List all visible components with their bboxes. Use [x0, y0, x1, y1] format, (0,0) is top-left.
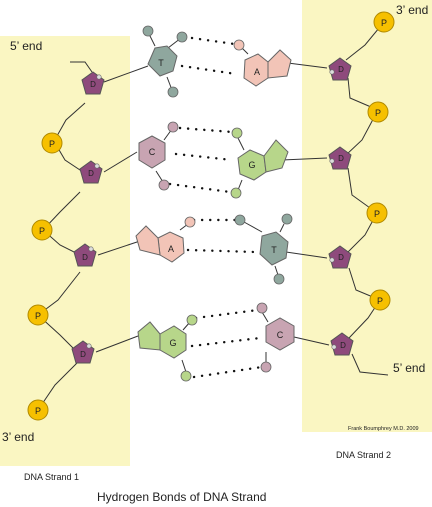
sugar-symbol: D	[338, 65, 344, 74]
caption: Hydrogen Bonds of DNA Strand	[97, 490, 266, 504]
base-adenine-1: A	[233, 39, 292, 87]
strand-2-phosphate-2: P	[367, 101, 389, 123]
strand-1-5-prime-label: 5’ end	[10, 39, 42, 53]
base-letter: C	[277, 330, 284, 340]
strand-1-phosphate-4: P	[27, 399, 49, 421]
base-thymine-1: T	[142, 25, 188, 98]
sugar-symbol: D	[338, 253, 344, 262]
phosphate-symbol: P	[374, 209, 380, 219]
hydrogen-bond	[190, 36, 236, 46]
base-cytosine-4: C	[256, 302, 295, 373]
strand-2-sugar-1: D	[328, 57, 352, 81]
strand-1-phosphate-3: P	[27, 304, 49, 326]
strand-1-sugar-3: D	[73, 243, 97, 267]
phosphate-symbol: P	[381, 18, 387, 28]
base-letter: A	[168, 244, 174, 254]
strand-2-sugar-4: D	[330, 332, 354, 356]
strand-2-sugar-2: D	[328, 146, 352, 170]
sugar-symbol: D	[90, 80, 96, 89]
hydrogen-bond	[194, 308, 260, 320]
phosphate-symbol: P	[375, 108, 381, 118]
base-letter: G	[169, 338, 176, 348]
strand-2-5-prime-label: 5’ end	[393, 361, 425, 375]
strand-2-sugar-3: D	[328, 245, 352, 269]
strand-1-sugar-4: D	[71, 340, 95, 364]
phosphate-symbol: P	[35, 311, 41, 321]
strand-1-phosphate-1: P	[41, 132, 63, 154]
hydrogen-bond	[174, 152, 234, 162]
hydrogen-bond	[178, 126, 234, 134]
strand-2-phosphate-3: P	[366, 202, 388, 224]
sugar-symbol: D	[88, 169, 94, 178]
base-letter: C	[149, 147, 156, 157]
strand-1-sugar-2: D	[79, 160, 103, 184]
sugar-symbol: D	[80, 350, 86, 359]
base-thymine-3: T	[234, 213, 293, 285]
phosphate-symbol: P	[39, 226, 45, 236]
strand-1-phosphate-2: P	[31, 219, 53, 241]
strand-2-phosphate-4: P	[369, 289, 391, 311]
sugar-symbol: D	[82, 253, 88, 262]
sugar-symbol: D	[340, 341, 346, 350]
strand-1-3-prime-label: 3’ end	[2, 430, 34, 444]
base-adenine-3: A	[135, 216, 196, 263]
base-cytosine-2: C	[138, 121, 179, 191]
hydrogen-bond	[180, 64, 238, 76]
phosphate-symbol: P	[49, 139, 55, 149]
strand-1-name: DNA Strand 1	[24, 472, 79, 482]
glycosidic-bonds	[95, 61, 330, 353]
hydrogen-bond	[192, 365, 264, 379]
hydrogen-bond	[168, 182, 232, 194]
strand-2-name: DNA Strand 2	[336, 450, 391, 460]
base-guanine-4: G	[137, 314, 198, 382]
strand-2-phosphate-1: P	[373, 11, 395, 33]
base-letter: A	[254, 67, 260, 77]
sugar-symbol: D	[338, 154, 344, 163]
phosphate-symbol: P	[377, 296, 383, 306]
hydrogen-bond	[186, 248, 258, 254]
base-letter: T	[271, 245, 277, 255]
hydrogen-bonds	[168, 36, 264, 379]
strand-2-3-prime-label: 3’ end	[396, 3, 428, 17]
credit: Frank Boumphrey M.D. 2009	[348, 426, 419, 432]
strand-1-sugar-1: D	[81, 71, 105, 95]
base-letter: T	[158, 58, 164, 68]
base-letter: G	[248, 160, 255, 170]
phosphate-symbol: P	[35, 406, 41, 416]
base-guanine-2: G	[230, 127, 289, 199]
strand-1-band	[0, 36, 130, 466]
hydrogen-bond	[190, 336, 262, 348]
